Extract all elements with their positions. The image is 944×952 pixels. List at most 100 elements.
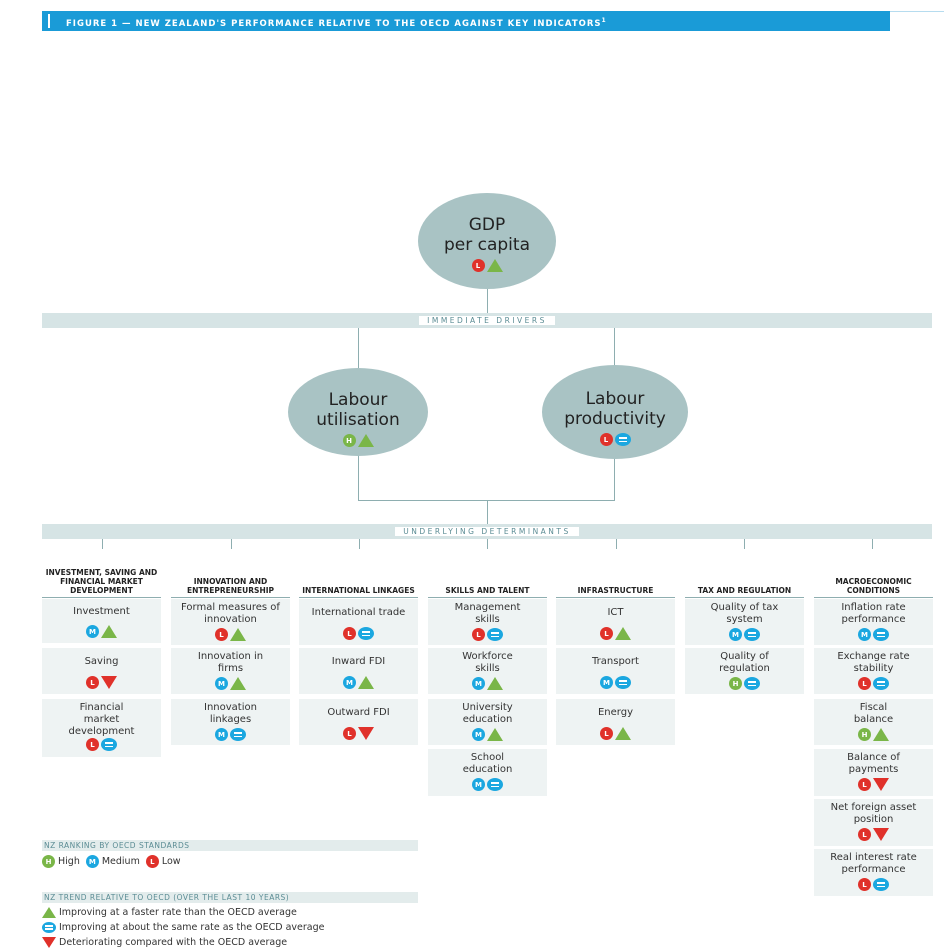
rank-high-icon: H <box>42 855 55 868</box>
legend-trend-equal-row: Improving at about the same rate as the … <box>42 922 324 933</box>
trend-up-icon <box>615 727 631 740</box>
rank-low-icon: L <box>858 677 871 690</box>
item-indicators: M <box>171 677 290 690</box>
trend-up-icon <box>230 677 246 690</box>
trend-up-icon <box>230 628 246 641</box>
item-outward-fdi: Outward FDI L <box>299 699 418 745</box>
gdp-indicators: L <box>418 259 556 272</box>
gdp-title-line1: GDP <box>468 215 506 235</box>
trend-down-icon <box>873 828 889 841</box>
column-header-skills-and-talent: SKILLS AND TALENT <box>445 586 530 595</box>
trend-equal-icon <box>744 628 760 641</box>
item-label: Management skills <box>454 602 521 625</box>
trend-down-icon <box>101 676 117 689</box>
rank-medium-icon: M <box>600 676 613 689</box>
item-indicators: L <box>42 676 161 689</box>
item-label: Transport <box>592 656 639 667</box>
figure-footnote-mark: 1 <box>601 17 607 24</box>
item-indicators: L <box>42 738 161 751</box>
legend-trend-equal-label: Improving at about the same rate as the … <box>59 922 325 933</box>
figure-title: FIGURE 1 — NEW ZEALAND'S PERFORMANCE REL… <box>66 18 602 29</box>
trend-down-icon <box>873 778 889 791</box>
trend-equal-icon <box>230 728 246 741</box>
connector-col-2 <box>359 531 360 549</box>
column-rule <box>814 597 933 598</box>
item-indicators: M <box>42 625 161 638</box>
trend-up-icon <box>873 728 889 741</box>
item-label: Outward FDI <box>327 707 390 718</box>
column-header-tax-and-regulation: TAX AND REGULATION <box>697 586 792 595</box>
rank-high-icon: H <box>858 728 871 741</box>
trend-up-icon <box>42 907 56 918</box>
item-label: Saving <box>84 656 119 667</box>
item-label: ICT <box>607 607 624 618</box>
rank-low-icon: L <box>343 627 356 640</box>
rank-medium-icon: M <box>215 677 228 690</box>
item-label: Net foreign asset position <box>830 802 917 825</box>
item-indicators: M <box>556 676 675 689</box>
trend-equal-icon <box>101 738 117 751</box>
item-inward-fdi: Inward FDI M <box>299 648 418 694</box>
item-indicators: M <box>299 676 418 689</box>
trend-down-icon <box>42 937 56 948</box>
item-workforce-skills: Workforce skills M <box>428 648 547 694</box>
rank-low-icon: L <box>86 738 99 751</box>
trend-equal-icon <box>487 778 503 791</box>
connector-col-3 <box>487 531 488 549</box>
legend-trend-up-row: Improving at a faster rate than the OECD… <box>42 907 297 918</box>
item-quality-of-tax-system: Quality of tax system M <box>685 599 804 645</box>
labour-productivity-line2: productivity <box>564 409 666 429</box>
connector-col-4 <box>616 531 617 549</box>
rank-medium-icon: M <box>858 628 871 641</box>
trend-up-icon <box>487 677 503 690</box>
column-header-international-linkages: INTERNATIONAL LINKAGES <box>302 586 415 595</box>
column-header-macroeconomic-conditions: MACROECONOMIC CONDITIONS <box>835 577 912 595</box>
item-indicators: L <box>814 878 933 891</box>
labour-productivity-indicators: L <box>542 433 688 446</box>
rank-high-icon: H <box>729 677 742 690</box>
legend-trend-up-label: Improving at a faster rate than the OECD… <box>59 907 297 918</box>
trend-equal-icon <box>42 922 56 933</box>
labour-productivity-line1: Labour <box>585 389 645 409</box>
item-indicators: M <box>428 778 547 791</box>
legend-ranking-title: NZ RANKING BY OECD STANDARDS <box>42 840 418 851</box>
connector-col-6 <box>872 531 873 549</box>
underlying-determinants-label: UNDERLYING DETERMINANTS <box>395 527 579 536</box>
item-university-education: University education M <box>428 699 547 745</box>
connector-determinants <box>487 500 488 531</box>
item-indicators: L <box>814 677 933 690</box>
trend-equal-icon <box>873 878 889 891</box>
rank-medium-icon: M <box>85 855 99 868</box>
item-innovation-linkages: Innovation linkages M <box>171 699 290 745</box>
column-rule <box>428 597 547 598</box>
legend-low-label: Low <box>161 856 181 867</box>
column-header-investment: INVESTMENT, SAVING AND FINANCIAL MARKET … <box>45 568 158 595</box>
item-label: University education <box>462 702 513 725</box>
connector-col-1 <box>231 531 232 549</box>
item-label: Exchange rate stability <box>837 651 910 674</box>
labour-productivity-node: Labour productivity L <box>542 365 688 459</box>
item-fiscal-balance: Fiscal balance H <box>814 699 933 745</box>
connector-utilisation-down <box>358 455 359 500</box>
column-rule <box>556 597 675 598</box>
rank-medium-icon: M <box>343 676 356 689</box>
trend-equal-icon <box>873 677 889 690</box>
trend-equal-icon <box>744 677 760 690</box>
item-management-skills: Management skills L <box>428 599 547 645</box>
rank-low-icon: L <box>471 259 485 272</box>
column-header-innovation: INNOVATION AND ENTREPRENEURSHIP <box>186 577 275 595</box>
legend-trend-down-row: Deteriorating compared with the OECD ave… <box>42 937 287 948</box>
item-label: Workforce skills <box>462 651 513 674</box>
item-indicators: H <box>685 677 804 690</box>
rank-low-icon: L <box>858 878 871 891</box>
legend-trend-down-label: Deteriorating compared with the OECD ave… <box>59 937 288 948</box>
item-saving: Saving L <box>42 648 161 694</box>
labour-utilisation-indicators: H <box>288 434 428 447</box>
underlying-determinants-band: UNDERLYING DETERMINANTS <box>42 524 932 539</box>
item-label: International trade <box>311 607 406 618</box>
item-formal-measures-of-innovation: Formal measures of innovation L <box>171 599 290 645</box>
item-label: Quality of tax system <box>710 602 779 625</box>
item-label: Fiscal balance <box>853 702 894 725</box>
gdp-per-capita-node: GDP per capita L <box>418 193 556 289</box>
connector-productivity-down <box>614 455 615 500</box>
